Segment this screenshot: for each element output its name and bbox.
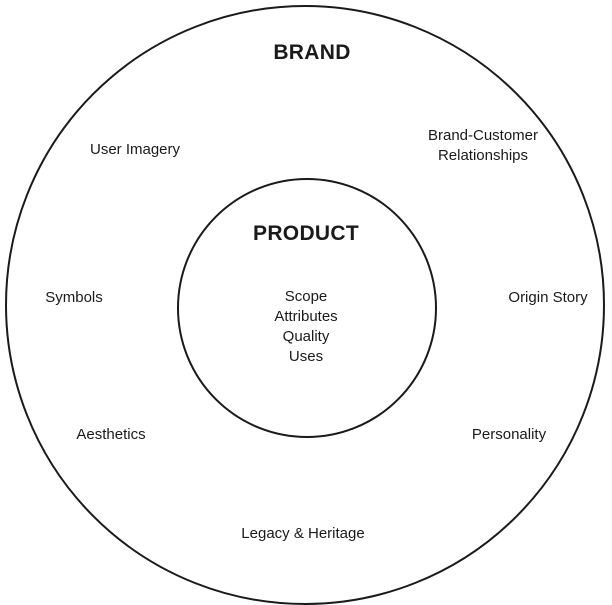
product-circle (177, 178, 437, 438)
product-attribute-scope: Scope (284, 288, 328, 305)
brand-customer-line-2: Relationships (437, 147, 529, 164)
product-attribute-uses: Uses (288, 348, 324, 365)
origin-story-label: Origin Story (508, 289, 588, 306)
personality-label: Personality (471, 426, 547, 443)
brand-title: BRAND (273, 41, 351, 64)
product-title: PRODUCT (253, 222, 359, 245)
brand-customer-line-1: Brand-Customer (427, 127, 539, 144)
product-attribute-attributes: Attributes (274, 308, 338, 325)
aesthetics-label: Aesthetics (76, 426, 146, 443)
product-attribute-quality: Quality (282, 328, 330, 345)
product-attributes-list: Scope Attributes Quality Uses (274, 287, 337, 367)
brand-customer-relationships-label: Brand-Customer Relationships (428, 126, 538, 166)
symbols-label: Symbols (45, 289, 103, 306)
user-imagery-label: User Imagery (89, 141, 181, 158)
legacy-heritage-label: Legacy & Heritage (241, 525, 365, 542)
